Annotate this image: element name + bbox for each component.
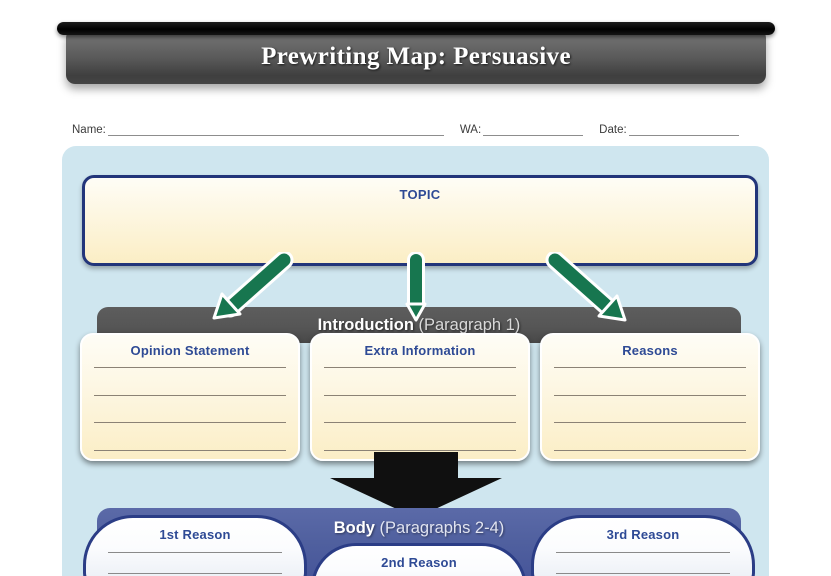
writing-line: [556, 552, 730, 553]
writing-line: [554, 394, 746, 396]
first-reason-box[interactable]: 1st Reason: [83, 515, 307, 576]
writing-line: [324, 394, 516, 396]
introduction-title: Introduction: [317, 315, 414, 334]
student-info-line: Name: WA: Date:: [72, 118, 762, 136]
body-title: Body: [333, 519, 375, 537]
writing-line: [94, 367, 286, 368]
page-title: Prewriting Map: Persuasive: [261, 42, 571, 70]
introduction-paragraph-note: (Paragraph 1): [418, 315, 521, 334]
writing-line: [556, 573, 730, 574]
introduction-section-label: Introduction (Paragraph 1): [318, 316, 521, 335]
body-section-label: Body (Paragraphs 2-4): [97, 519, 741, 538]
body-paragraph-note: (Paragraphs 2-4): [379, 519, 505, 537]
writing-line: [554, 449, 746, 451]
wa-input-blank[interactable]: [483, 124, 584, 136]
writing-line: [94, 422, 286, 424]
extra-information-label: Extra Information: [364, 343, 476, 358]
header-top-bar: [57, 22, 775, 35]
reasons-label: Reasons: [622, 343, 678, 358]
introduction-boxes: Opinion Statement Extra Information Reas…: [80, 333, 760, 461]
date-label: Date:: [599, 124, 627, 136]
third-reason-box[interactable]: 3rd Reason: [531, 515, 755, 576]
writing-line: [324, 422, 516, 424]
header-plate: Prewriting Map: Persuasive: [66, 29, 766, 84]
writing-line: [554, 422, 746, 424]
writing-lines: [94, 367, 286, 451]
wa-label: WA:: [459, 124, 482, 136]
writing-lines: [324, 367, 516, 451]
name-input-blank[interactable]: [107, 124, 444, 136]
first-reason-label: 1st Reason: [159, 527, 231, 542]
extra-information-box[interactable]: Extra Information: [310, 333, 530, 461]
reasons-box[interactable]: Reasons: [540, 333, 760, 461]
opinion-statement-label: Opinion Statement: [130, 343, 250, 358]
writing-line: [324, 449, 516, 451]
opinion-statement-box[interactable]: Opinion Statement: [80, 333, 300, 461]
arrow-down-right-icon: [545, 252, 627, 322]
arrow-down-left-icon: [212, 252, 294, 320]
second-reason-label: 2nd Reason: [381, 555, 457, 570]
writing-line: [108, 552, 282, 553]
writing-line: [554, 367, 746, 368]
arrow-down-icon: [405, 252, 427, 322]
second-reason-box[interactable]: 2nd Reason: [311, 543, 527, 576]
writing-line: [324, 367, 516, 368]
topic-label: TOPIC: [399, 187, 441, 202]
arrow-down-large-icon: [330, 452, 502, 518]
third-reason-label: 3rd Reason: [606, 527, 680, 542]
writing-lines: [108, 552, 282, 574]
writing-lines: [554, 367, 746, 451]
header-banner: Prewriting Map: Persuasive: [57, 22, 775, 84]
writing-line: [108, 573, 282, 574]
name-label: Name:: [72, 124, 106, 136]
writing-line: [94, 449, 286, 451]
writing-lines: [556, 552, 730, 574]
topic-box[interactable]: TOPIC: [82, 175, 758, 266]
writing-line: [94, 394, 286, 396]
date-input-blank[interactable]: [628, 124, 739, 136]
